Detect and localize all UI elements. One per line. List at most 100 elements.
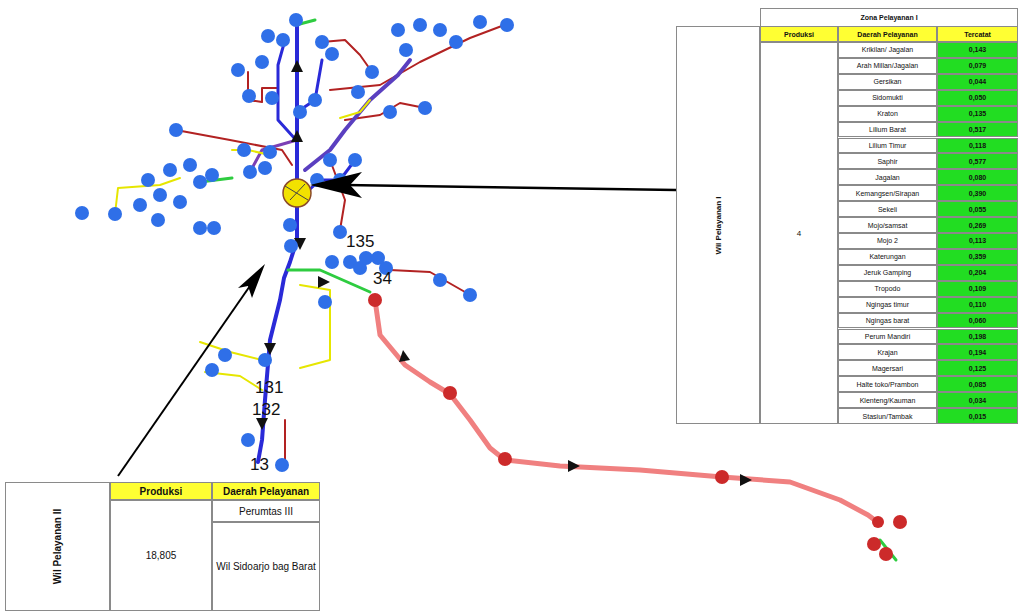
table-cell: 0,110 bbox=[937, 297, 1018, 313]
flow-value: 0,198 bbox=[969, 333, 987, 340]
header-cell: Tercatat bbox=[937, 26, 1018, 42]
area-name: Tropodo bbox=[875, 285, 901, 292]
table-cell: 0,080 bbox=[937, 169, 1018, 185]
table-cell: 0,198 bbox=[937, 329, 1018, 345]
table-cell: 0,517 bbox=[937, 122, 1018, 138]
flow-value: 0,055 bbox=[969, 206, 987, 213]
flow-value: 0,034 bbox=[969, 397, 987, 404]
table-cell: 0,577 bbox=[937, 153, 1018, 169]
flow-value: 0,050 bbox=[969, 94, 987, 101]
table-cell: 0,055 bbox=[937, 201, 1018, 217]
table-cell: 4 bbox=[760, 42, 838, 424]
area-name: Saphir bbox=[877, 158, 897, 165]
area-name: Kemangsen/Sirapan bbox=[856, 190, 919, 197]
table-title: Zona Pelayanan I bbox=[860, 14, 917, 21]
table-cell: Jagalan bbox=[838, 169, 937, 185]
row-header: Wil Pelayanan I bbox=[713, 196, 722, 254]
flow-value: 0,044 bbox=[969, 78, 987, 85]
flow-value: 0,135 bbox=[969, 110, 987, 117]
table-cell: Kemangsen/Sirapan bbox=[838, 185, 937, 201]
area-name: Mojo 2 bbox=[877, 237, 898, 244]
table-cell: Sidomukti bbox=[838, 90, 937, 106]
area-name: Lilium Timur bbox=[869, 142, 907, 149]
flow-value: 0,269 bbox=[969, 222, 987, 229]
header-cell: Daerah Pelayanan bbox=[212, 482, 320, 500]
flow-value: 0,079 bbox=[969, 62, 987, 69]
table-cell: 0,269 bbox=[937, 217, 1018, 233]
area-name: Sidomukti bbox=[872, 94, 903, 101]
table-cell: 0,034 bbox=[937, 392, 1018, 408]
table-cell: 18,805 bbox=[110, 500, 212, 611]
table-cell: Lilium Barat bbox=[838, 122, 937, 138]
table-cell: 0,390 bbox=[937, 185, 1018, 201]
table-cell: Katerungan bbox=[838, 249, 937, 265]
table-cell: 0,079 bbox=[937, 58, 1018, 74]
table-cell: 0,113 bbox=[937, 233, 1018, 249]
table-cell: 4 bbox=[797, 229, 801, 238]
header-cell: Daerah Pelayanan bbox=[838, 26, 937, 42]
area-name: Halte toko/Prambon bbox=[857, 381, 919, 388]
header-cell: Produksi bbox=[110, 482, 212, 500]
callout-number: 132 bbox=[252, 401, 280, 418]
table-cell: 0,204 bbox=[937, 265, 1018, 281]
column-header: Produksi bbox=[784, 31, 814, 38]
column-header: Tercatat bbox=[964, 31, 991, 38]
table-cell: Ngingas barat bbox=[838, 313, 937, 329]
area-name: Arah Millan/Jagalan bbox=[857, 62, 918, 69]
table-cell: 0,143 bbox=[937, 42, 1018, 58]
area-name: Krajan bbox=[877, 349, 897, 356]
table-cell: Perumtas III bbox=[212, 500, 320, 522]
table-cell: 0,060 bbox=[937, 313, 1018, 329]
table-cell: Magersari bbox=[838, 360, 937, 376]
row-header-cell: Wil Pelayanan II bbox=[5, 482, 110, 611]
flow-value: 0,125 bbox=[969, 365, 987, 372]
table-cell: Ngingas timur bbox=[838, 297, 937, 313]
area-name: Magersari bbox=[872, 365, 903, 372]
table-cell: Kraton bbox=[838, 106, 937, 122]
flow-value: 0,577 bbox=[969, 158, 987, 165]
flow-value: 0,194 bbox=[969, 349, 987, 356]
area-name: Gersikan bbox=[873, 78, 901, 85]
table-cell: Lilium Timur bbox=[838, 138, 937, 154]
production-value: 18,805 bbox=[146, 550, 177, 561]
area-name: Perumtas III bbox=[239, 506, 293, 517]
flow-value: 0,204 bbox=[969, 269, 987, 276]
row-header: Wil Pelayanan II bbox=[52, 509, 63, 585]
callout-number: 131 bbox=[255, 379, 283, 396]
table-cell: 0,044 bbox=[937, 74, 1018, 90]
table-cell: Mojo/samsat bbox=[838, 217, 937, 233]
table-cell: 0,194 bbox=[937, 344, 1018, 360]
area-name: Mojo/samsat bbox=[868, 222, 908, 229]
flow-value: 0,390 bbox=[969, 190, 987, 197]
callout-number: 34 bbox=[373, 270, 392, 287]
row-header-cell: Wil Pelayanan I bbox=[676, 26, 760, 424]
flow-value: 0,110 bbox=[969, 301, 986, 308]
table-cell: Saphir bbox=[838, 153, 937, 169]
area-name: Katerungan bbox=[869, 253, 905, 260]
area-name: Perum Mandiri bbox=[865, 333, 911, 340]
area-name: Jeruk Gamping bbox=[864, 269, 911, 276]
flow-value: 0,143 bbox=[969, 46, 987, 53]
area-name: Wil Sidoarjo bag Barat bbox=[216, 561, 316, 572]
table-cell: Perum Mandiri bbox=[838, 329, 937, 345]
area-name: Klenteng/Kauman bbox=[860, 397, 916, 404]
flow-value: 0,060 bbox=[969, 317, 987, 324]
table-cell: Jeruk Gamping bbox=[838, 265, 937, 281]
table-cell: Halte toko/Prambon bbox=[838, 376, 937, 392]
table-cell: Klenteng/Kauman bbox=[838, 392, 937, 408]
column-header: Daerah Pelayanan bbox=[857, 31, 917, 38]
table-cell: Mojo 2 bbox=[838, 233, 937, 249]
table-cell: Tropodo bbox=[838, 281, 937, 297]
table-cell: Krajan bbox=[838, 344, 937, 360]
area-name: Sekeli bbox=[878, 206, 897, 213]
area-name: Lilium Barat bbox=[869, 126, 906, 133]
area-name: Stasiun/Tambak bbox=[863, 413, 913, 420]
header-cell: Produksi bbox=[760, 26, 838, 42]
table-cell: 0,109 bbox=[937, 281, 1018, 297]
flow-value: 0,080 bbox=[969, 174, 987, 181]
area-name: Jagalan bbox=[875, 174, 900, 181]
area-name: Ngingas timur bbox=[866, 301, 909, 308]
callout-number: 13 bbox=[250, 456, 269, 473]
table-cell: Sekeli bbox=[838, 201, 937, 217]
table-cell: 0,359 bbox=[937, 249, 1018, 265]
